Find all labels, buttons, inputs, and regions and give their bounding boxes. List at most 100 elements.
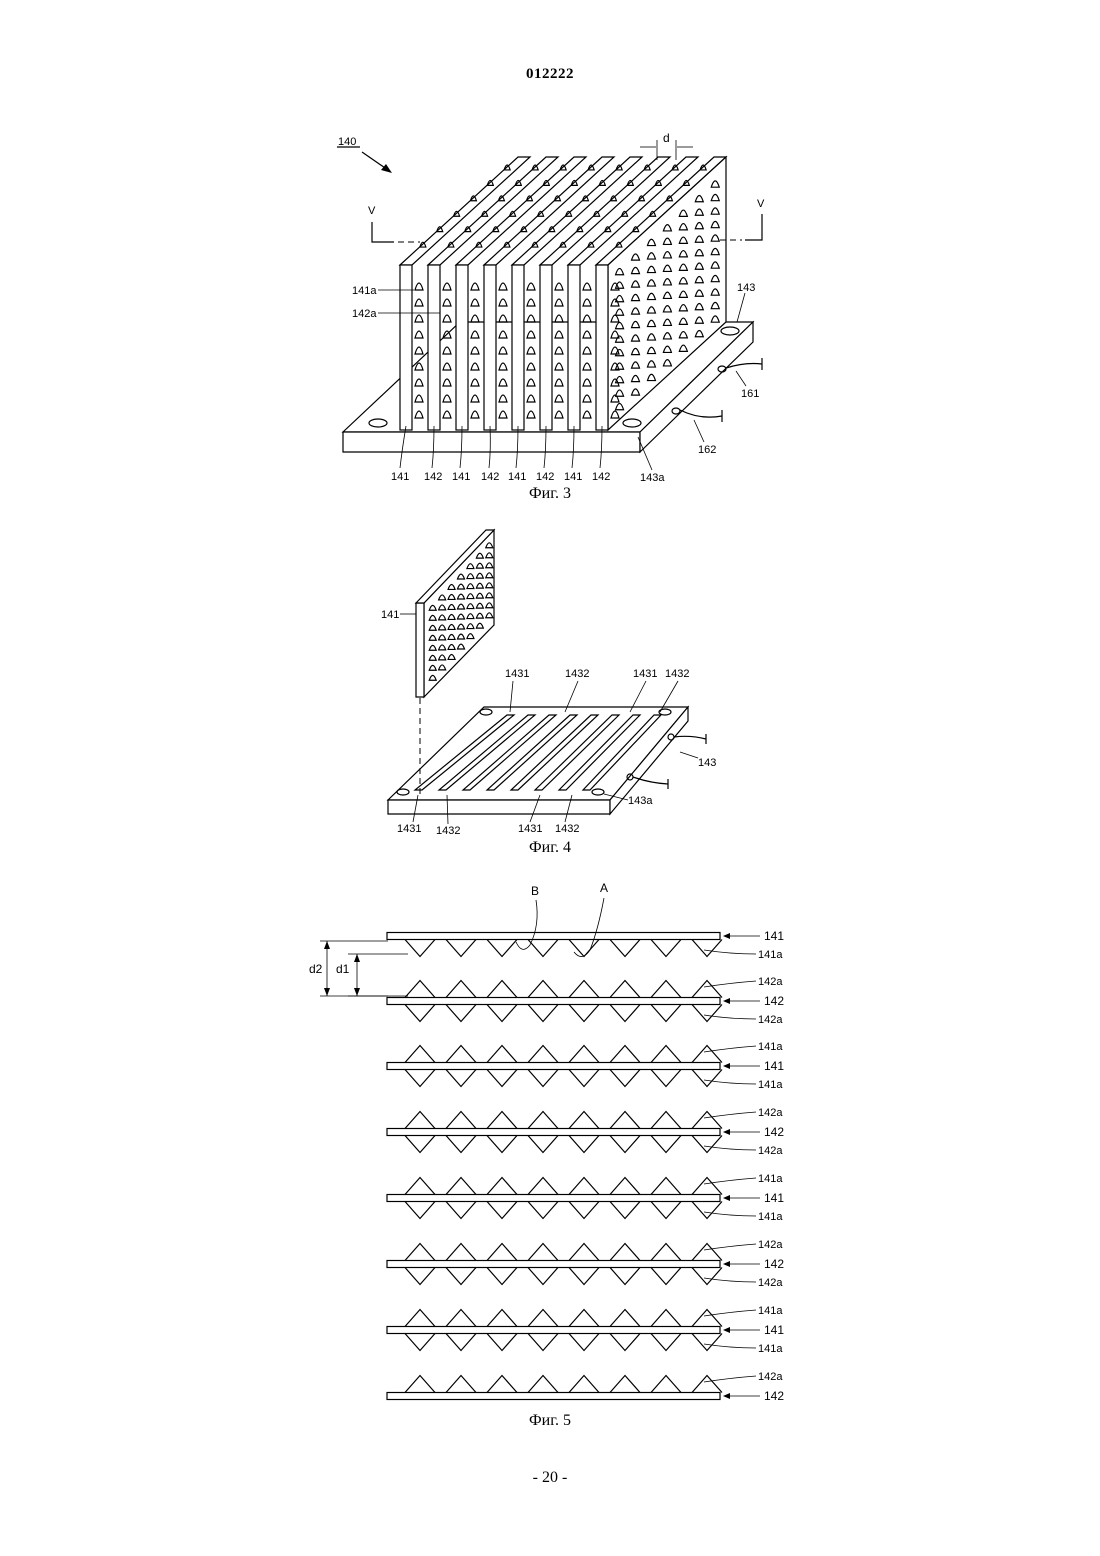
plate-label: 142 bbox=[424, 471, 442, 483]
plate-label: 141 bbox=[764, 1191, 784, 1205]
tooth-up bbox=[528, 981, 558, 998]
tooth-down bbox=[446, 1005, 476, 1022]
wire-label-162: 162 bbox=[698, 444, 716, 456]
electrode-row bbox=[387, 1310, 722, 1351]
electrode-row bbox=[387, 1046, 722, 1087]
base-plate-top bbox=[388, 707, 688, 800]
tooth-down bbox=[569, 1334, 599, 1351]
point-a-label: A bbox=[600, 881, 608, 895]
plate-label: 141 bbox=[391, 471, 409, 483]
tooth-up bbox=[528, 1112, 558, 1129]
electrode-plate bbox=[387, 998, 720, 1005]
tooth-up bbox=[528, 1376, 558, 1393]
plate-front bbox=[484, 265, 496, 430]
plate-label: 141 bbox=[764, 1059, 784, 1073]
leader-161 bbox=[736, 371, 746, 386]
tooth-up bbox=[610, 981, 640, 998]
electrode-row bbox=[387, 1244, 722, 1285]
section-label-right: V bbox=[757, 198, 765, 210]
cell bbox=[443, 299, 451, 306]
tooth-down bbox=[446, 1070, 476, 1087]
tooth-up bbox=[446, 981, 476, 998]
tooth-down bbox=[487, 1202, 517, 1219]
tooth-down bbox=[651, 1136, 681, 1153]
cell bbox=[415, 315, 423, 322]
plate-front bbox=[428, 265, 440, 430]
tooth-up bbox=[610, 1046, 640, 1063]
cell-label: 141a bbox=[758, 1079, 783, 1091]
plate-front bbox=[540, 265, 552, 430]
tooth-up bbox=[487, 1112, 517, 1129]
tooth-up bbox=[610, 1376, 640, 1393]
tooth-up bbox=[569, 1244, 599, 1261]
cell-label-141a: 141a bbox=[352, 285, 377, 297]
leader bbox=[704, 1112, 756, 1118]
slot-label: 1432 bbox=[565, 668, 589, 680]
tooth-up bbox=[405, 1244, 435, 1261]
tooth-up bbox=[528, 1178, 558, 1195]
slot-label: 1431 bbox=[633, 668, 657, 680]
cell bbox=[415, 283, 423, 290]
tooth-down bbox=[528, 1334, 558, 1351]
leader-arrow bbox=[723, 1063, 730, 1069]
gap-label: d bbox=[663, 131, 670, 145]
tooth-down bbox=[569, 1202, 599, 1219]
tooth-down bbox=[528, 1268, 558, 1285]
slot-label: 1432 bbox=[436, 825, 460, 837]
plate-front bbox=[596, 265, 608, 430]
cell-label: 141a bbox=[758, 1305, 783, 1317]
plate-front bbox=[456, 265, 468, 430]
tooth-up bbox=[569, 981, 599, 998]
figure-5-caption: Фиг. 5 bbox=[0, 1412, 1100, 1430]
electrode-row bbox=[387, 1376, 722, 1400]
tooth-up bbox=[692, 1244, 722, 1261]
tooth-down bbox=[651, 1005, 681, 1022]
tooth-up bbox=[651, 1244, 681, 1261]
slot-label: 1431 bbox=[518, 823, 542, 835]
leader-b bbox=[516, 900, 537, 949]
plate-label: 141 bbox=[508, 471, 526, 483]
tooth-down bbox=[651, 940, 681, 957]
leader-arrow bbox=[723, 1195, 730, 1201]
tooth-down bbox=[487, 940, 517, 957]
tooth-up bbox=[528, 1244, 558, 1261]
tooth-down bbox=[446, 940, 476, 957]
leader-arrow bbox=[723, 1129, 730, 1135]
leader-a bbox=[574, 898, 604, 957]
section-label-left: V bbox=[368, 205, 376, 217]
slot-label: 1431 bbox=[505, 668, 529, 680]
base-label: 143 bbox=[698, 757, 716, 769]
tooth-up bbox=[487, 1244, 517, 1261]
tooth-up bbox=[446, 1046, 476, 1063]
figure-5: d2 d1 B A 141141a142142a142a141141a141a1… bbox=[309, 881, 784, 1403]
tooth-up bbox=[692, 981, 722, 998]
dim-arrow bbox=[354, 988, 360, 996]
figure-3: 140 d V V 141a 142a 143 161 162 143a 141… bbox=[337, 131, 765, 484]
tooth-up bbox=[651, 1046, 681, 1063]
plate-label: 141 bbox=[381, 609, 399, 621]
tooth-up bbox=[610, 1310, 640, 1327]
tooth-up bbox=[446, 1310, 476, 1327]
tooth-down bbox=[528, 1136, 558, 1153]
tooth-up bbox=[405, 1112, 435, 1129]
tooth-up bbox=[405, 1178, 435, 1195]
electrode-rows bbox=[387, 933, 722, 1400]
tooth-down bbox=[405, 1334, 435, 1351]
cell bbox=[583, 283, 591, 290]
electrode-plate bbox=[387, 1393, 720, 1400]
tooth-up bbox=[569, 1112, 599, 1129]
tooth-up bbox=[569, 1178, 599, 1195]
base-hole-label: 143a bbox=[640, 472, 665, 484]
tooth-down bbox=[487, 1070, 517, 1087]
tooth-up bbox=[569, 1046, 599, 1063]
tooth-down bbox=[405, 1268, 435, 1285]
tooth-down bbox=[405, 1070, 435, 1087]
tooth-down bbox=[610, 1334, 640, 1351]
cell bbox=[527, 299, 535, 306]
electrode-plate bbox=[387, 1261, 720, 1268]
plate-label: 142 bbox=[536, 471, 554, 483]
wire bbox=[674, 736, 706, 739]
dim-d1-label: d1 bbox=[336, 962, 350, 976]
plate-label: 141 bbox=[764, 1323, 784, 1337]
plate-141-edge bbox=[416, 603, 424, 697]
